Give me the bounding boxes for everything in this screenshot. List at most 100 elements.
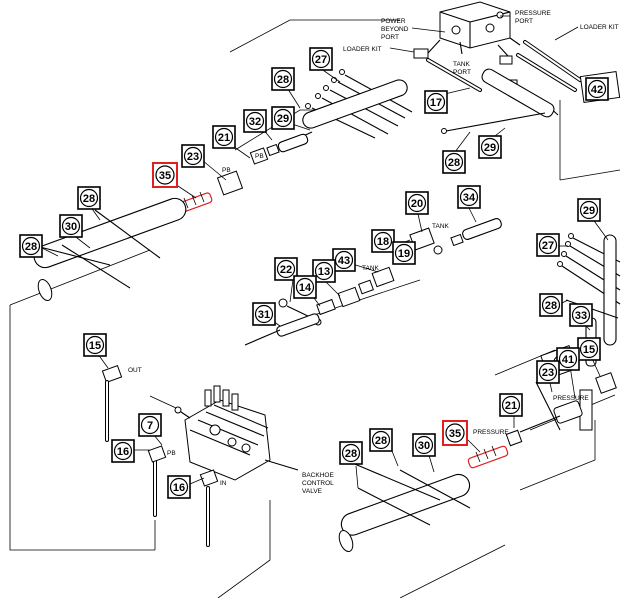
backhoe-valve-label: CONTROL: [302, 480, 334, 487]
svg-text:18: 18: [377, 236, 389, 248]
callout-box[interactable]: 28: [19, 234, 43, 258]
svg-text:23: 23: [542, 367, 554, 379]
callout-box[interactable]: 31: [252, 302, 276, 326]
svg-text:35: 35: [449, 428, 461, 440]
callout-box-highlighted[interactable]: 35: [152, 162, 178, 188]
svg-text:21: 21: [218, 132, 230, 144]
callout-box[interactable]: 16: [167, 475, 191, 499]
svg-text:23: 23: [187, 151, 199, 163]
tank-port-label: PORT: [453, 69, 471, 76]
out-label: OUT: [128, 367, 142, 374]
tank-port-label: TANK: [453, 61, 471, 68]
svg-text:28: 28: [545, 300, 557, 312]
callout-box[interactable]: 15: [577, 337, 601, 361]
svg-text:29: 29: [484, 142, 496, 154]
callout-box[interactable]: 30: [59, 214, 83, 238]
svg-text:31: 31: [258, 309, 270, 321]
callout-box[interactable]: 14: [293, 275, 317, 299]
svg-text:34: 34: [463, 192, 476, 204]
callout-box[interactable]: 28: [271, 67, 295, 91]
callout-box[interactable]: 41: [556, 347, 580, 371]
svg-text:28: 28: [25, 241, 37, 253]
callout-box[interactable]: 17: [424, 90, 448, 114]
callout-box[interactable]: 32: [243, 109, 267, 133]
in-label: IN: [220, 480, 227, 487]
svg-text:30: 30: [65, 221, 77, 233]
svg-text:7: 7: [147, 420, 153, 432]
callout-box[interactable]: 28: [77, 186, 101, 210]
power-beyond-label: PORT: [381, 34, 399, 41]
callout-box[interactable]: 7: [138, 413, 162, 437]
backhoe-valve-label: VALVE: [302, 488, 323, 495]
callout-box[interactable]: 20: [405, 191, 429, 215]
callout-box[interactable]: 22: [274, 257, 298, 281]
svg-text:27: 27: [542, 240, 554, 252]
callout-box[interactable]: 21: [499, 393, 523, 417]
svg-text:15: 15: [89, 340, 101, 352]
svg-text:42: 42: [591, 84, 603, 96]
frame-outline: [9, 19, 621, 598]
loader-valve-block: [413, 1, 582, 92]
callout-box[interactable]: 21: [212, 125, 236, 149]
callout-box[interactable]: 29: [577, 198, 601, 222]
callout-box-highlighted[interactable]: 35: [442, 420, 468, 446]
callout-box[interactable]: 28: [339, 441, 363, 465]
tube-bottom-30: [338, 461, 471, 553]
svg-text:28: 28: [375, 435, 387, 447]
callout-box[interactable]: 43: [332, 248, 356, 272]
svg-text:13: 13: [318, 266, 330, 278]
pressure-port-label: PORT: [515, 18, 533, 25]
svg-text:14: 14: [299, 282, 312, 294]
callout-box[interactable]: 29: [271, 106, 295, 130]
callout-box[interactable]: 19: [392, 241, 416, 265]
callout-boxes: 27 28 32 29 21 23 35 17: [19, 47, 609, 499]
svg-text:35: 35: [159, 170, 171, 182]
tank-fitting-chain: [244, 218, 502, 346]
callout-box[interactable]: 28: [369, 428, 393, 452]
callout-box[interactable]: 18: [371, 229, 395, 253]
svg-text:30: 30: [418, 440, 430, 452]
svg-text:16: 16: [117, 446, 129, 458]
callout-box[interactable]: 23: [181, 144, 205, 168]
callout-box[interactable]: 29: [478, 135, 502, 159]
callout-box[interactable]: 42: [585, 77, 609, 101]
svg-text:29: 29: [583, 205, 595, 217]
svg-text:28: 28: [277, 74, 289, 86]
svg-text:27: 27: [315, 54, 327, 66]
loader-kit-label: LOADER KIT: [343, 46, 382, 53]
hoses-left: [101, 364, 219, 547]
text-labels: POWER BEYOND PORT PRESSURE PORT LOADER K…: [128, 10, 619, 495]
svg-text:43: 43: [338, 255, 350, 267]
svg-text:19: 19: [398, 248, 410, 260]
callout-box[interactable]: 28: [442, 150, 466, 174]
svg-text:28: 28: [83, 193, 95, 205]
tank-label: TANK: [362, 265, 380, 272]
tube-set-top: [289, 58, 555, 143]
callout-box[interactable]: 15: [83, 333, 107, 357]
callout-box[interactable]: 27: [536, 233, 560, 257]
callout-box[interactable]: 28: [539, 293, 563, 317]
svg-text:21: 21: [505, 400, 517, 412]
svg-text:15: 15: [583, 344, 595, 356]
power-beyond-label: POWER: [381, 18, 406, 25]
svg-text:28: 28: [448, 157, 460, 169]
pressure-label: PRESSURE: [553, 395, 589, 402]
callout-box[interactable]: 23: [536, 360, 560, 384]
pb-label: PB: [255, 153, 264, 160]
backhoe-control-valve: [184, 385, 299, 481]
tube-left-30: [33, 197, 187, 302]
callout-box[interactable]: 30: [412, 433, 436, 457]
svg-text:17: 17: [430, 97, 442, 109]
loader-kit-label: LOADER KIT: [580, 24, 619, 31]
callout-box[interactable]: 13: [312, 259, 336, 283]
callout-box[interactable]: 16: [111, 439, 135, 463]
callout-box[interactable]: 33: [569, 303, 593, 327]
svg-text:33: 33: [575, 310, 587, 322]
callout-box[interactable]: 27: [309, 47, 333, 71]
svg-text:22: 22: [280, 264, 292, 276]
svg-text:29: 29: [277, 113, 289, 125]
callout-box[interactable]: 34: [457, 185, 481, 209]
svg-text:16: 16: [173, 482, 185, 494]
svg-text:41: 41: [562, 354, 574, 366]
